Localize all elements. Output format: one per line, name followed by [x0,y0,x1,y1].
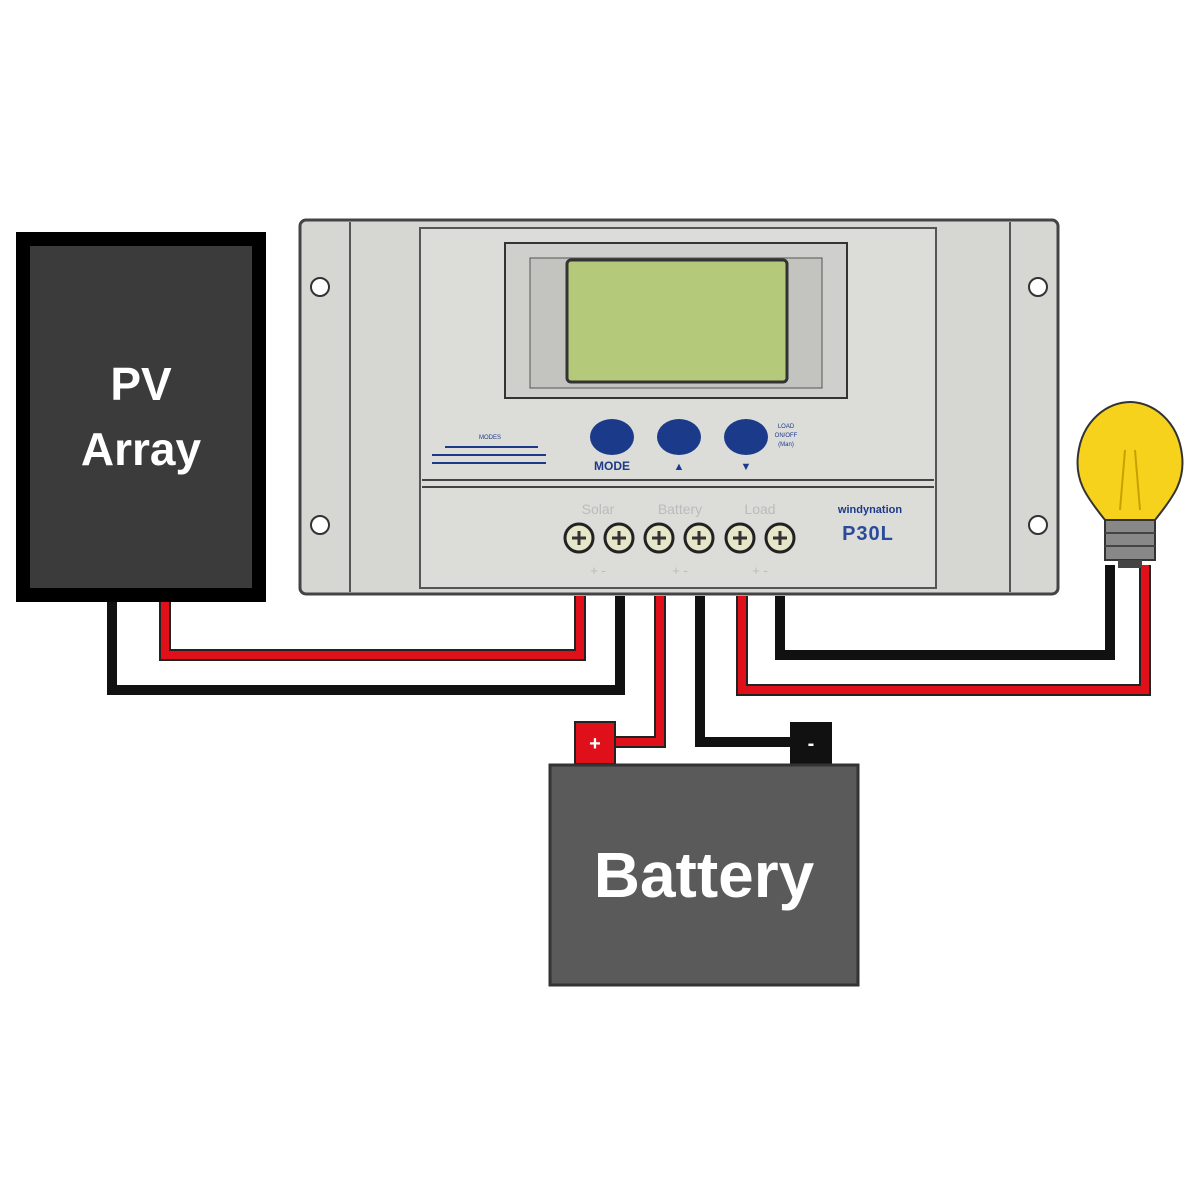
model-label: P30L [842,523,894,545]
mode-label: MODE [594,459,630,473]
battery-negative-wire [695,596,795,747]
battery-negative-terminal [790,722,832,764]
load-note-line1: LOAD [778,424,795,430]
minus-sign: - [808,733,815,755]
modes-title: MODES [479,435,501,441]
light-bulb-icon [1076,400,1184,568]
mounting-hole [310,277,330,297]
terminal-label-solar: Solar [582,501,615,517]
down-button[interactable] [724,419,768,455]
pv-negative-wire [107,596,625,695]
battery-polarity: + - [672,563,688,578]
pv-array: PV Array [16,232,266,602]
terminal-label-load: Load [744,501,775,517]
mounting-hole [310,515,330,535]
mounting-hole [1028,515,1048,535]
battery: + - Battery [548,721,860,987]
load-positive-wire [736,565,1151,696]
load-negative-wire [775,565,1115,660]
up-label: ▲ [674,461,685,473]
modes-legend [432,446,546,464]
charge-controller: MODE ▲ ▼ LOAD ON/OFF (Man) MODES Solar B… [298,218,1060,596]
lcd-screen [565,258,789,384]
pv-positive-wire [159,590,586,661]
pv-label-line1: PV [110,358,172,410]
down-label: ▼ [741,461,752,473]
battery-positive-terminal [574,721,616,765]
mounting-hole [1028,277,1048,297]
battery-positive-wire [615,596,666,748]
load-note-line2: ON/OFF [775,433,798,439]
plus-sign: + [589,733,601,755]
terminal-label-battery: Battery [658,501,702,517]
load-note-line3: (Man) [778,442,794,448]
solar-polarity: + - [590,563,606,578]
brand-logo: windynation [837,504,902,516]
battery-label: Battery [594,839,815,911]
load-polarity: + - [752,563,768,578]
pv-label-line2: Array [81,423,202,475]
mode-button[interactable] [590,419,634,455]
up-button[interactable] [657,419,701,455]
